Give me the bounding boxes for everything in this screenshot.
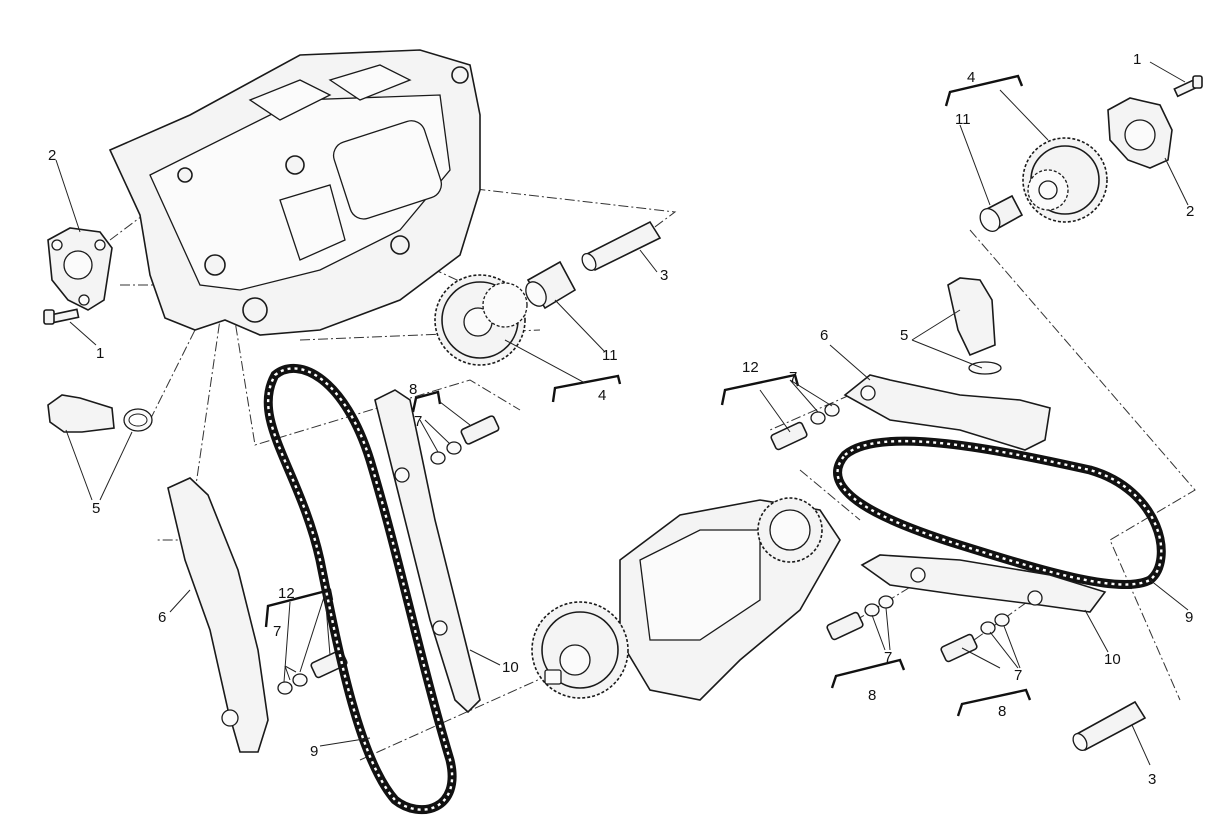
right-shoe-pin <box>770 403 840 451</box>
callout-right-guide: 10 <box>1104 651 1121 668</box>
callout-left-head-bolt: 1 <box>96 345 104 362</box>
callout-right-chain: 9 <box>1185 609 1193 626</box>
callout-left-shoe: 6 <box>158 609 166 626</box>
callout-right-bolt: 1 <box>1133 51 1141 68</box>
cylinder-head <box>108 49 481 336</box>
left-guide-pin <box>430 415 500 465</box>
callout-left-tensioner: 5 <box>92 500 100 517</box>
right-tensioner <box>947 277 1002 375</box>
right-gear-bush <box>979 194 1024 232</box>
callout-right-guide-pin-a-washers: 7 <box>884 649 892 666</box>
callout-right-gear-group: 4 <box>967 69 975 86</box>
callout-left-gear-bush: 11 <box>602 347 618 364</box>
left-head-plate <box>47 227 113 311</box>
right-chain-guide <box>860 554 1107 613</box>
right-guide-pin-a <box>826 595 894 641</box>
left-timing-chain <box>263 363 457 815</box>
left-head-bolt <box>43 308 80 325</box>
callout-right-plate: 2 <box>1186 203 1194 220</box>
callout-left-gear-group: 4 <box>598 387 606 404</box>
callout-right-shoe: 6 <box>820 327 828 344</box>
leader-lines <box>55 61 1189 766</box>
left-tensioner-shoe <box>167 477 269 753</box>
left-gear-bush <box>525 260 577 310</box>
right-sleeve <box>1072 700 1147 752</box>
left-chain-guide <box>374 389 481 714</box>
callout-right-guide-pin-b-washers: 7 <box>1014 667 1022 684</box>
callout-right-guide-pin-a-group: 8 <box>868 687 876 704</box>
callout-right-tensioner: 5 <box>900 327 908 344</box>
callout-left-pin-group: 12 <box>278 585 295 602</box>
callout-right-sleeve: 3 <box>1148 771 1156 788</box>
crankshaft <box>531 497 841 701</box>
callout-left-guide-pin-group: 8 <box>409 381 417 398</box>
right-tensioner-shoe <box>843 374 1051 451</box>
callout-right-pin-group: 12 <box>742 359 759 376</box>
left-camshaft-gear <box>434 274 528 366</box>
right-plate <box>1107 97 1173 169</box>
callout-left-head-plate: 2 <box>48 147 56 164</box>
callout-left-guide-washers: 7 <box>414 413 422 430</box>
callout-left-pin-washers: 7 <box>273 623 281 640</box>
callout-left-guide: 10 <box>502 659 519 676</box>
right-guide-pin-b <box>940 613 1010 663</box>
callout-right-guide-pin-b-group: 8 <box>998 703 1006 720</box>
callout-labels: 2 1 5 6 12 7 9 8 7 10 4 11 3 1 4 11 2 5 … <box>48 51 1194 788</box>
callout-right-pin-washers: 7 <box>789 369 797 386</box>
right-bolt <box>1173 75 1203 98</box>
callout-right-gear-bush: 11 <box>955 111 971 128</box>
left-sleeve <box>581 220 662 272</box>
callout-left-chain: 9 <box>310 743 318 760</box>
left-tensioner <box>47 394 153 433</box>
callout-left-sleeve: 3 <box>660 267 668 284</box>
right-camshaft-gear <box>1022 137 1108 223</box>
